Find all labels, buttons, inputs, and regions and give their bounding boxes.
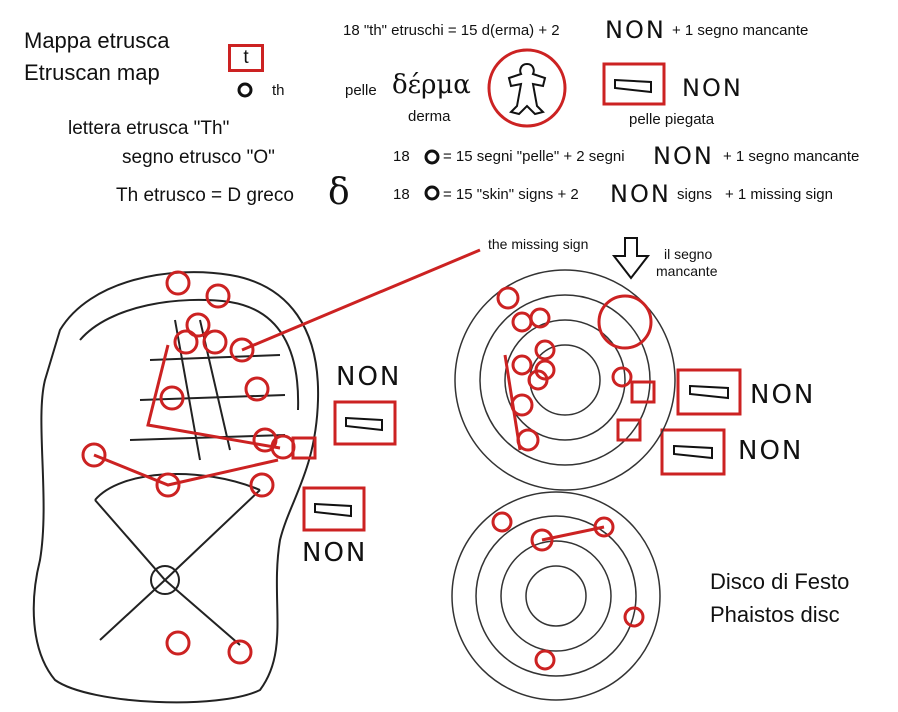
non-glyph-5: NON <box>336 362 402 392</box>
th-sign-label: th <box>272 82 285 99</box>
non-glyph-2: NON <box>682 74 743 102</box>
map-connector-lines <box>93 248 481 487</box>
t-letter-box: t <box>228 44 264 72</box>
missing-sign-en: the missing sign <box>488 236 589 252</box>
non-glyph-4: NON <box>610 180 671 208</box>
map-highlight-circles <box>81 270 317 665</box>
disc-b-connector-line <box>541 525 605 542</box>
letter-th-label: lettera etrusca "Th" <box>68 118 230 139</box>
down-arrow-icon <box>611 237 651 280</box>
th-equals-d-label: Th etrusco = D greco <box>116 185 294 206</box>
equation-line3-a: 18 <box>393 186 410 203</box>
sign-o-label: segno etrusco "O" <box>122 147 275 168</box>
non-glyph-7: NON <box>750 380 816 410</box>
missing-sign-it-1: il segno <box>664 246 713 262</box>
equation-line3-b: = 15 "skin" signs + 2 <box>443 186 579 203</box>
phaistos-disc-side-b <box>451 491 661 701</box>
map-title-it: Mappa etrusca <box>24 28 170 53</box>
disc-a-connector-line <box>503 354 522 451</box>
non-glyph-3: NON <box>653 142 714 170</box>
pelle-piegata-label: pelle piegata <box>629 111 715 128</box>
non-glyph-6: NON <box>302 538 368 568</box>
disc-b-highlight-circles <box>491 511 645 671</box>
delta-symbol: δ <box>328 172 350 213</box>
map-title-en: Etruscan map <box>24 60 160 85</box>
non-glyph-8: NON <box>738 436 804 466</box>
equation-line3-d: + 1 missing sign <box>725 186 833 203</box>
equation-line2-a: 18 <box>393 148 410 165</box>
equation-line1-a: 18 "th" etruschi = 15 d(erma) + 2 <box>343 22 560 39</box>
equation-line2-c: + 1 segno mancante <box>723 148 860 165</box>
equation-line3-c: signs <box>677 186 713 203</box>
skin-figure-icon <box>487 48 567 128</box>
equation-line1-b: + 1 segno mancante <box>672 22 809 39</box>
missing-sign-it-2: mancante <box>656 263 718 279</box>
o-sign-icon <box>237 82 440 201</box>
pelle-label: pelle <box>345 82 377 99</box>
disc-a-highlight-circles <box>496 286 656 452</box>
derma-label: derma <box>408 108 451 125</box>
folded-skin-icon <box>302 62 742 532</box>
equation-line2-b: = 15 segni "pelle" + 2 segni <box>443 148 625 165</box>
phaistos-title-it: Disco di Festo <box>710 569 850 594</box>
phaistos-title-en: Phaistos disc <box>710 602 840 627</box>
non-glyph-1: NON <box>605 16 666 44</box>
derma-greek: δέρμα <box>392 70 471 100</box>
